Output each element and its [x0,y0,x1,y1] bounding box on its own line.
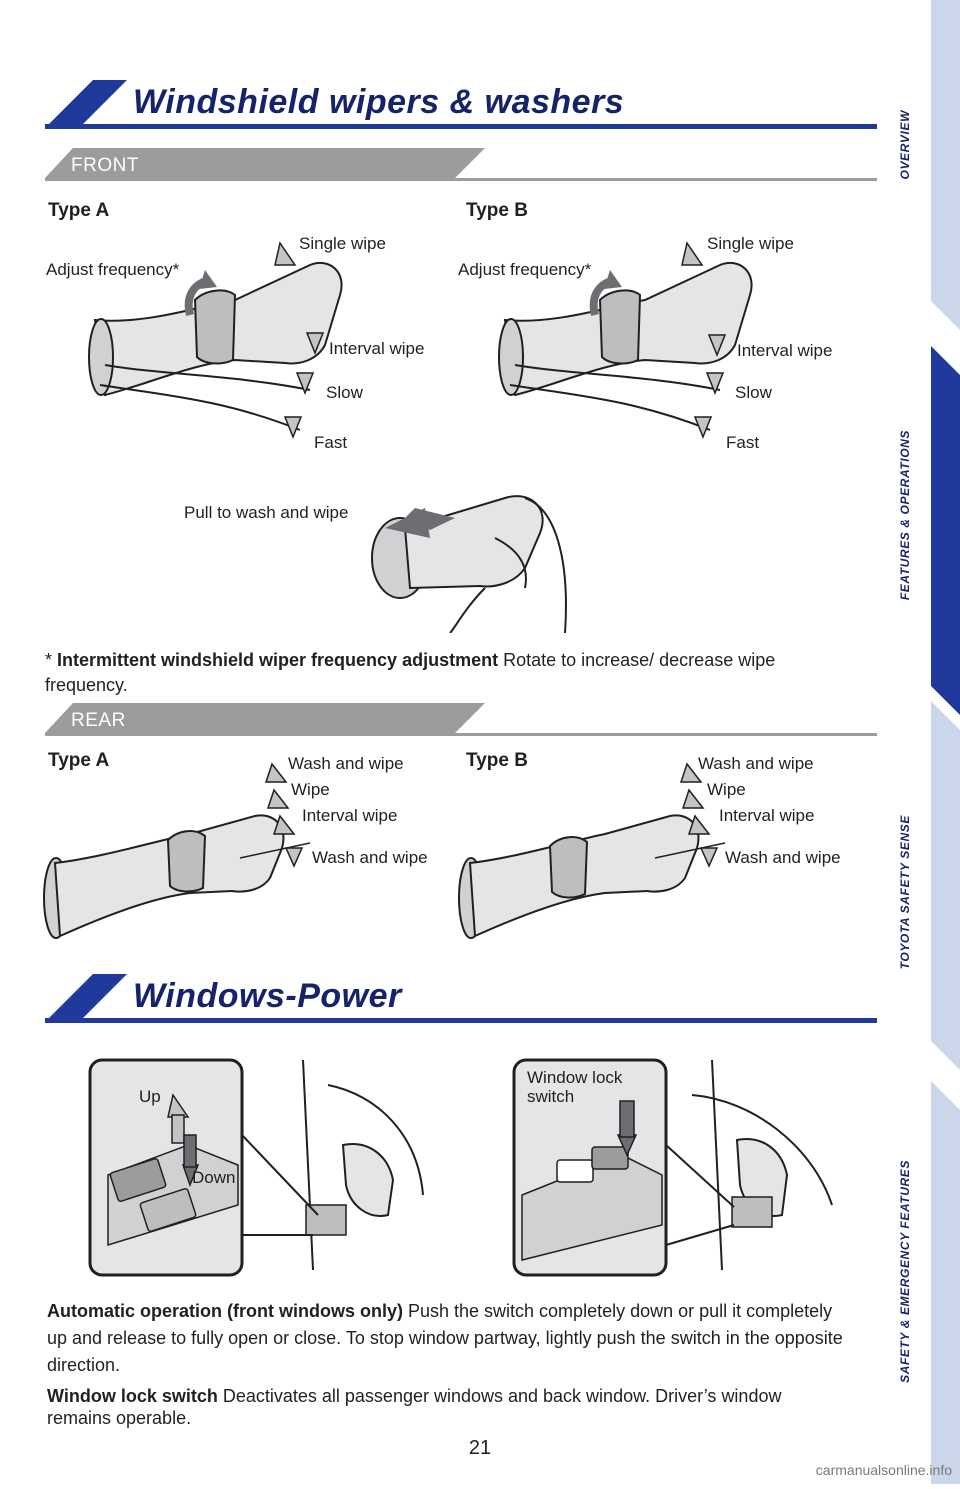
front-b-interval-wipe-label: Interval wipe [737,341,833,360]
automatic-operation-text: Push the switch completely down or pull … [47,1301,843,1375]
section-header-banner [45,974,877,1023]
window-lock-text: Deactivates all passenger windows and ba… [47,1386,782,1428]
front-footnote: * Intermittent windshield wiper frequenc… [45,648,825,698]
footnote-star: * [45,650,58,670]
front-b-adjust-frequency-label: Adjust frequency* [458,260,592,279]
rear-b-wash-and-wipe-bottom-label: Wash and wipe [725,848,841,867]
automatic-operation-paragraph: Automatic operation (front windows only)… [47,1298,847,1379]
rear-type-b-stalk-illustration [458,762,726,939]
window-lock-switch-label-line2: switch [527,1087,575,1106]
pull-to-wash-hand-illustration [371,495,567,633]
front-a-fast-label: Fast [314,433,348,452]
rear-type-b-label: Type B [466,750,528,771]
side-navigation: OVERVIEW FEATURES & OPERATIONS TOYOTA SA… [890,0,960,1484]
front-b-slow-label: Slow [735,383,772,402]
front-type-b-label: Type B [466,200,528,221]
section-header-wipers: Windshield wipers & washers [45,80,877,130]
side-navigation-tabs [928,0,960,1484]
rear-a-wash-and-wipe-bottom-label: Wash and wipe [312,848,428,867]
subsection-tab-shape [45,703,877,736]
window-down-label: Down [192,1168,236,1187]
subsection-tab-front: FRONT [45,148,877,182]
footnote-bold: Intermittent windshield wiper frequency … [57,650,499,670]
rear-b-wash-and-wipe-top-label: Wash and wipe [698,754,814,773]
window-up-label: Up [139,1087,161,1106]
rear-type-a-stalk-illustration [43,762,311,939]
front-a-slow-label: Slow [326,383,363,402]
nav-tab-overview[interactable]: OVERVIEW [898,110,912,180]
front-b-single-wipe-label: Single wipe [707,234,794,253]
section-header-windows: Windows-Power [45,974,877,1024]
footnote-rest: Rotate to increase/ decrease wipe freque… [45,650,776,695]
front-a-single-wipe-label: Single wipe [299,234,386,253]
window-switch-illustration [88,1058,426,1277]
window-lock-heading: Window lock switch [47,1386,218,1406]
front-a-interval-wipe-label: Interval wipe [329,339,425,358]
front-type-a-stalk-illustration [88,241,343,440]
front-type-a-label: Type A [48,200,110,221]
rear-a-interval-wipe-label: Interval wipe [302,806,398,825]
rear-b-wipe-label: Wipe [707,780,746,799]
front-type-b-stalk-illustration [498,241,753,440]
section-title-windows: Windows-Power [133,977,402,1015]
nav-tab-toyota-safety-sense[interactable]: TOYOTA SAFETY SENSE [898,815,912,970]
subsection-label-rear: REAR [71,710,126,731]
window-lock-switch-illustration [512,1058,833,1277]
pull-to-wash-label: Pull to wash and wipe [184,503,349,522]
rear-a-wipe-label: Wipe [291,780,330,799]
section-header-banner [45,80,877,129]
section-title-wipers: Windshield wipers & washers [133,83,625,121]
window-lock-paragraph: Window lock switch Deactivates all passe… [47,1385,827,1429]
subsection-tab-rear: REAR [45,703,877,737]
nav-tab-features-operations[interactable]: FEATURES & OPERATIONS [898,430,912,601]
nav-tab-safety-emergency[interactable]: SAFETY & EMERGENCY FEATURES [898,1160,912,1383]
subsection-tab-shape [45,148,877,181]
subsection-label-front: FRONT [71,155,139,176]
rear-a-wash-and-wipe-top-label: Wash and wipe [288,754,404,773]
rear-type-a-label: Type A [48,750,110,771]
rear-b-interval-wipe-label: Interval wipe [719,806,815,825]
window-lock-switch-label-line1: Window lock [527,1068,623,1087]
watermark: carmanualsonline.info [815,1462,952,1478]
page-number: 21 [468,1437,492,1459]
front-b-fast-label: Fast [726,433,760,452]
front-a-adjust-frequency-label: Adjust frequency* [46,260,180,279]
automatic-operation-heading: Automatic operation (front windows only) [47,1301,403,1321]
